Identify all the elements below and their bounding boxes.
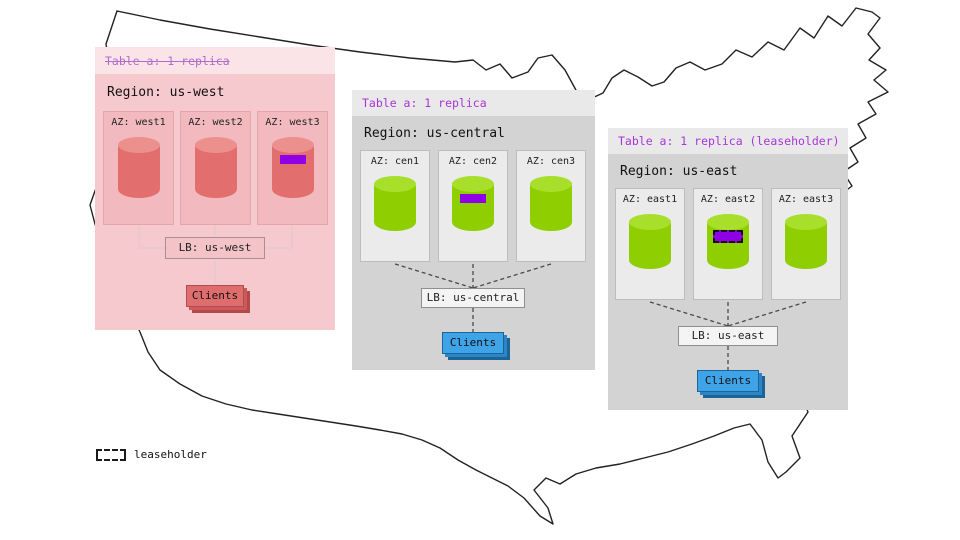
az-row-west: AZ: west1 AZ: west2 AZ: west3	[103, 111, 328, 225]
database-cylinder-cen2	[452, 176, 494, 231]
table-replica-header-central: Table a: 1 replica	[352, 90, 595, 116]
az-label-west1: AZ: west1	[111, 117, 166, 128]
az-label-cen3: AZ: cen3	[526, 156, 576, 167]
az-label-east2: AZ: east2	[700, 194, 756, 205]
replica-marker	[460, 194, 486, 203]
database-cylinder-west1	[117, 137, 160, 198]
table-replica-header-west: Table a: 1 replica	[95, 47, 335, 74]
az-box-east2: AZ: east2	[693, 188, 763, 300]
az-label-east1: AZ: east1	[622, 194, 678, 205]
az-label-cen1: AZ: cen1	[370, 156, 420, 167]
database-cylinder-east3	[785, 214, 827, 269]
az-row-central: AZ: cen1 AZ: cen2 AZ: cen3	[360, 150, 586, 262]
database-cylinder-east1	[629, 214, 671, 269]
legend: leaseholder	[96, 448, 207, 461]
cylinder-top	[271, 137, 314, 153]
table-replica-label-west: Table a: 1 replica	[105, 53, 230, 68]
leaseholder-swatch-icon	[96, 448, 126, 461]
load-balancer-east: LB: us-east	[678, 326, 778, 346]
replica-marker	[279, 155, 306, 164]
load-balancer-central: LB: us-central	[421, 288, 525, 308]
clients-box-central: Clients	[442, 332, 504, 354]
region-us-east: Table a: 1 replica (leaseholder) Region:…	[608, 128, 848, 410]
region-title-east: Region: us-east	[620, 164, 738, 179]
database-cylinder-west3	[271, 137, 314, 198]
cylinder-top	[785, 214, 827, 230]
cylinder-top	[530, 176, 572, 192]
az-label-cen2: AZ: cen2	[448, 156, 498, 167]
connector-lines-east	[649, 301, 807, 370]
table-replica-header-east: Table a: 1 replica (leaseholder)	[608, 128, 848, 154]
az-box-cen2: AZ: cen2	[438, 150, 508, 262]
az-label-east3: AZ: east3	[778, 194, 834, 205]
region-us-west: Table a: 1 replica Region: us-west AZ: w…	[95, 47, 335, 330]
az-box-west3: AZ: west3	[257, 111, 328, 225]
cylinder-top	[452, 176, 494, 192]
az-box-cen3: AZ: cen3	[516, 150, 586, 262]
cylinder-top	[629, 214, 671, 230]
cylinder-top	[374, 176, 416, 192]
table-replica-label-east: Table a: 1 replica (leaseholder)	[618, 134, 840, 148]
clients-box-east: Clients	[697, 370, 759, 392]
region-title-west: Region: us-west	[107, 85, 225, 100]
az-label-west2: AZ: west2	[188, 117, 243, 128]
az-box-west1: AZ: west1	[103, 111, 174, 225]
database-cylinder-cen3	[530, 176, 572, 231]
az-box-cen1: AZ: cen1	[360, 150, 430, 262]
database-cylinder-cen1	[374, 176, 416, 231]
load-balancer-west: LB: us-west	[165, 237, 265, 259]
cylinder-top	[194, 137, 237, 153]
clients-box-west: Clients	[186, 285, 244, 307]
az-row-east: AZ: east1 AZ: east2 AZ: east3	[615, 188, 841, 300]
cylinder-top	[707, 214, 749, 230]
table-replica-label-central: Table a: 1 replica	[362, 96, 487, 110]
database-cylinder-east2	[707, 214, 749, 269]
leaseholder-replica-marker	[713, 230, 743, 243]
legend-label: leaseholder	[134, 448, 207, 461]
az-box-west2: AZ: west2	[180, 111, 251, 225]
az-box-east3: AZ: east3	[771, 188, 841, 300]
cylinder-top	[117, 137, 160, 153]
az-box-east1: AZ: east1	[615, 188, 685, 300]
region-title-central: Region: us-central	[364, 126, 505, 141]
database-cylinder-west2	[194, 137, 237, 198]
connector-lines-central	[394, 263, 552, 332]
az-label-west3: AZ: west3	[265, 117, 320, 128]
region-us-central: Table a: 1 replica Region: us-central AZ…	[352, 90, 595, 370]
